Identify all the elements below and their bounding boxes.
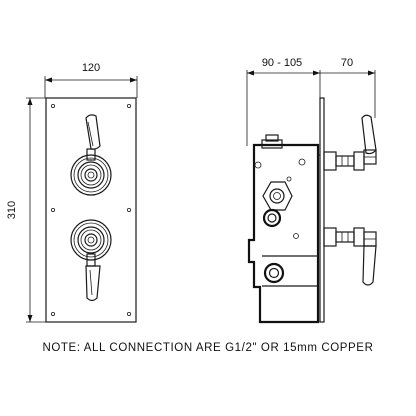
screw-top-left [51,104,56,109]
side-plate [319,97,325,323]
screw-bottom-left [51,311,56,316]
top-connection-port [261,134,283,149]
lower-lever [85,265,101,302]
hex-nut [262,176,293,211]
handle-dimension: 70 [320,57,376,118]
bottom-connection-port [263,262,285,284]
front-view: 120 310 [6,62,138,323]
side-upper-handle [323,114,377,171]
screw-mid-right [127,207,132,212]
depth-label: 90 - 105 [262,57,302,69]
side-lower-handle [323,227,377,286]
side-screw-2 [254,161,262,169]
side-screw-1 [298,158,306,166]
connection-note: NOTE: ALL CONNECTION ARE G1/2" OR 15mm C… [42,342,374,354]
valve-body [247,143,320,324]
front-plate [45,97,137,323]
screw-top-right [127,104,132,109]
handle-label: 70 [341,57,353,69]
middle-connection-port [262,208,282,228]
front-lower-valve [70,219,112,302]
screw-bottom-right [127,311,132,316]
side-screw-3 [293,233,299,239]
front-upper-valve [70,114,112,196]
width-dimension: 120 [44,62,138,98]
height-dimension: 310 [6,97,46,323]
height-label: 310 [6,201,18,219]
depth-dimension: 90 - 105 [246,57,321,146]
screw-mid-left [51,207,56,212]
width-label: 120 [82,62,100,74]
side-view: 90 - 105 70 [246,57,377,324]
